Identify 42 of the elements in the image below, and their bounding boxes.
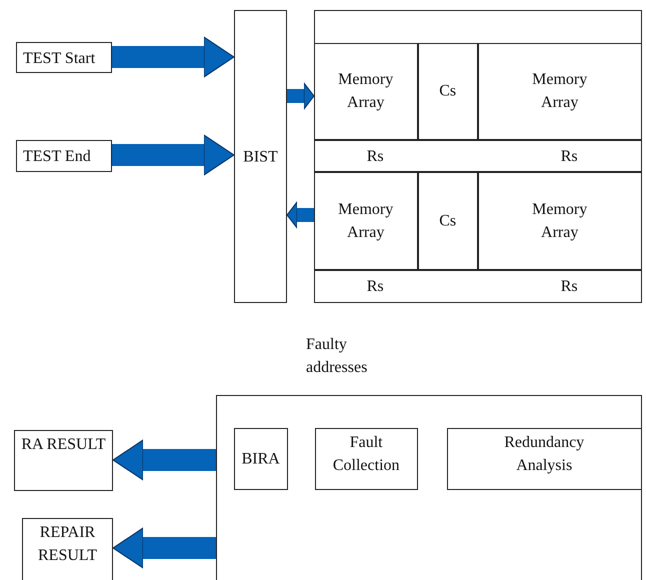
block-box	[478, 42, 642, 140]
block-box	[16, 140, 112, 172]
block-label: Redundancy Analysis	[503, 432, 586, 476]
block-label: Memory Array	[531, 70, 588, 114]
block-label: Memory Array	[337, 200, 394, 243]
block-arrow	[287, 82, 314, 110]
container-box	[314, 10, 642, 303]
block-label: Memory Array	[337, 70, 394, 114]
block-label: BIST	[242, 146, 279, 167]
container-box	[216, 395, 642, 580]
annotation-text: Faulty addresses	[306, 335, 368, 378]
block-box	[418, 172, 478, 270]
block-box	[314, 42, 418, 140]
block-label: BIRA	[240, 449, 281, 470]
block-label: REPAIR RESULT	[37, 523, 98, 566]
block-box	[314, 428, 418, 490]
block-label: Cs	[438, 82, 458, 102]
block-arrow	[112, 134, 234, 176]
block-arrow	[112, 528, 216, 568]
block-box	[314, 172, 418, 270]
block-box	[446, 428, 642, 490]
block-label: TEST End	[23, 147, 91, 167]
block-label: Rs	[366, 146, 384, 167]
block-label: Cs	[438, 211, 458, 232]
row-select-band	[314, 140, 642, 172]
block-box	[14, 430, 113, 491]
block-label: Memory Array	[531, 200, 588, 243]
block-label: Rs	[560, 146, 578, 167]
block-box	[16, 42, 112, 73]
block-box	[418, 42, 478, 140]
block-label: Fault Collection	[332, 432, 401, 476]
block-arrow	[286, 202, 314, 228]
block-arrow	[112, 36, 234, 78]
block-box	[22, 518, 113, 580]
block-label: TEST Start	[23, 49, 96, 69]
block-label: Rs	[366, 276, 384, 297]
block-box	[234, 428, 288, 490]
block-box	[478, 172, 642, 270]
block-box	[234, 10, 287, 303]
block-label: Rs	[560, 276, 578, 297]
block-label: RA RESULT	[20, 435, 107, 455]
block-arrow	[112, 440, 216, 480]
